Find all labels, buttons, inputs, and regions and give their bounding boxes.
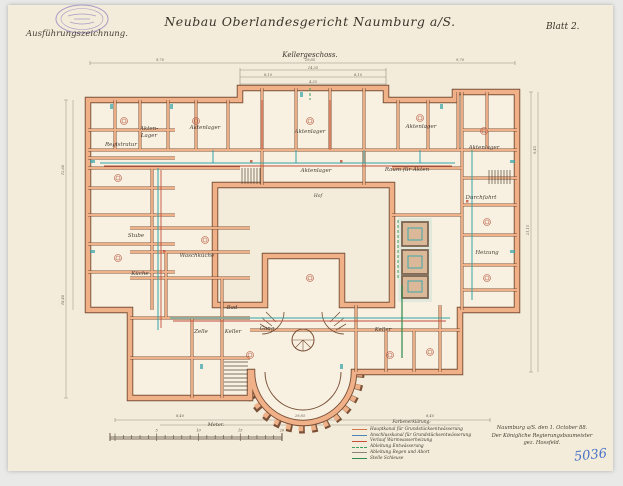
legend-item: Stelle Schleuse — [352, 456, 471, 462]
legend-color-swatch — [352, 440, 367, 442]
legend-item-label: Hauptkanal für Grundstücksentwässerung — [370, 426, 463, 432]
sheet-number: Blatt 2. — [546, 22, 580, 32]
room-label: Lager — [140, 133, 158, 139]
room-label: Gang — [260, 326, 275, 332]
legend-header: Farbenerklärung: — [392, 420, 431, 425]
dimension-value: 8,40 — [176, 414, 185, 418]
legend-item-label: Verlauf Warmwasserheizung — [370, 438, 433, 444]
room-label: Hof — [313, 193, 324, 199]
dimension-value: 29,85 — [294, 414, 306, 418]
outer-wall-poche — [85, 85, 520, 426]
room-label: Durchfahrt — [465, 195, 498, 201]
dimension-value: 29,85 — [304, 58, 316, 62]
scale-bar — [109, 433, 283, 441]
legend-item: Verlauf Warmwasserheizung — [352, 438, 471, 444]
room-label: Aktenlager — [294, 129, 326, 135]
room-label: Waschküche — [180, 253, 215, 259]
page-subtitle: Kellergeschoss. — [282, 51, 338, 59]
room-label: Keller — [374, 327, 392, 333]
legend-color-swatch — [352, 458, 367, 460]
dimension-labels: 9,70 29,85 9,70 14,35 8,10 8,10 4,35 12,60 18,40… — [61, 58, 537, 418]
room-label: Aktenlager — [300, 168, 332, 174]
dimension-value: 8,10 — [264, 73, 273, 77]
page-title: Neubau Oberlandesgericht Naumburg a/S. — [164, 14, 456, 29]
stairs — [224, 168, 511, 391]
room-label: Heizung — [474, 250, 499, 256]
signature-line: Naumburg a/S. den 1. October 88. — [496, 425, 588, 431]
legend-color-swatch — [352, 429, 367, 431]
signature-line: Der Königliche Regierungsbaumeister — [491, 432, 593, 439]
legend-item: Ableitung Entwässerung — [352, 444, 471, 450]
legend-item-label: Stelle Schleuse — [370, 455, 404, 461]
room-label: Zelle — [193, 329, 209, 335]
room-label: Akten- — [139, 126, 158, 132]
legend-item-label: Ableitung Regen und Abort — [370, 449, 430, 455]
heating-lines — [104, 100, 452, 328]
drainage-lines — [309, 88, 403, 358]
legend: Farbenerklärung: Hauptkanal für Grundstü… — [352, 420, 471, 462]
room-label: Aktenlager — [468, 145, 500, 151]
legend-item: Hauptkanal für Grundstücksentwässerung — [352, 427, 471, 433]
annotation-top-left: Ausführungszeichnung. — [26, 29, 128, 39]
dimension-value: 8,40 — [426, 414, 435, 418]
radiator-marks — [163, 160, 469, 253]
plumbing-lines — [100, 150, 473, 330]
dimension-value: 14,35 — [308, 66, 319, 70]
dimension-value: 18,40 — [61, 294, 65, 305]
signature-block: Naumburg a/S. den 1. October 88.Der Köni… — [486, 425, 598, 448]
dimension-value: 9,70 — [156, 58, 165, 62]
dimension-value: 8,10 — [354, 73, 363, 77]
scale-number: 10 — [196, 429, 201, 433]
scale-numbers: 5 10 15 20 — [156, 429, 285, 433]
legend-item: Anschlusskanal für Grundstücksentwässeru… — [352, 433, 471, 439]
legend-color-swatch — [352, 446, 367, 448]
boiler-furnaces — [398, 218, 432, 302]
room-label: Raum für Akten — [384, 167, 430, 173]
dimension-value: 9,70 — [456, 58, 465, 62]
dimension-lines — [64, 61, 539, 426]
scale-number: 20 — [279, 429, 285, 433]
legend-color-swatch — [352, 434, 367, 436]
building-footprint — [88, 88, 517, 423]
room-label: Bad — [226, 305, 238, 311]
dimension-value: 21,15 — [526, 224, 530, 236]
room-number-markers — [114, 114, 491, 359]
room-label: Stube — [128, 233, 145, 239]
room-label: Keller — [224, 329, 242, 335]
legend-item-label: Anschlusskanal für Grundstücksentwässeru… — [370, 432, 472, 438]
room-label: Aktenlager — [405, 124, 437, 130]
dimension-value: 4,35 — [308, 80, 318, 84]
scale-number: 15 — [238, 429, 243, 433]
scale-bar-label: Meter. — [207, 422, 225, 428]
signature-line: gez. Hossfeld. — [523, 440, 561, 447]
scale-number: 5 — [156, 429, 159, 433]
official-stamp-icon — [55, 4, 109, 34]
dimension-value: 12,60 — [61, 164, 65, 175]
room-label: Küche — [130, 271, 149, 277]
room-labels: RegistraturAkten-LagerAktenlagerAktenlag… — [104, 124, 500, 335]
legend-item-label: Ableitung Entwässerung — [370, 444, 424, 450]
dimension-value: 9,45 — [533, 145, 537, 154]
room-label: Aktenlager — [189, 125, 221, 131]
legend-color-swatch — [352, 452, 367, 454]
fixture-marks — [90, 92, 515, 369]
room-label: Registratur — [104, 142, 137, 148]
apse-interior — [259, 311, 347, 411]
legend-item: Ableitung Regen und Abort — [352, 450, 471, 456]
